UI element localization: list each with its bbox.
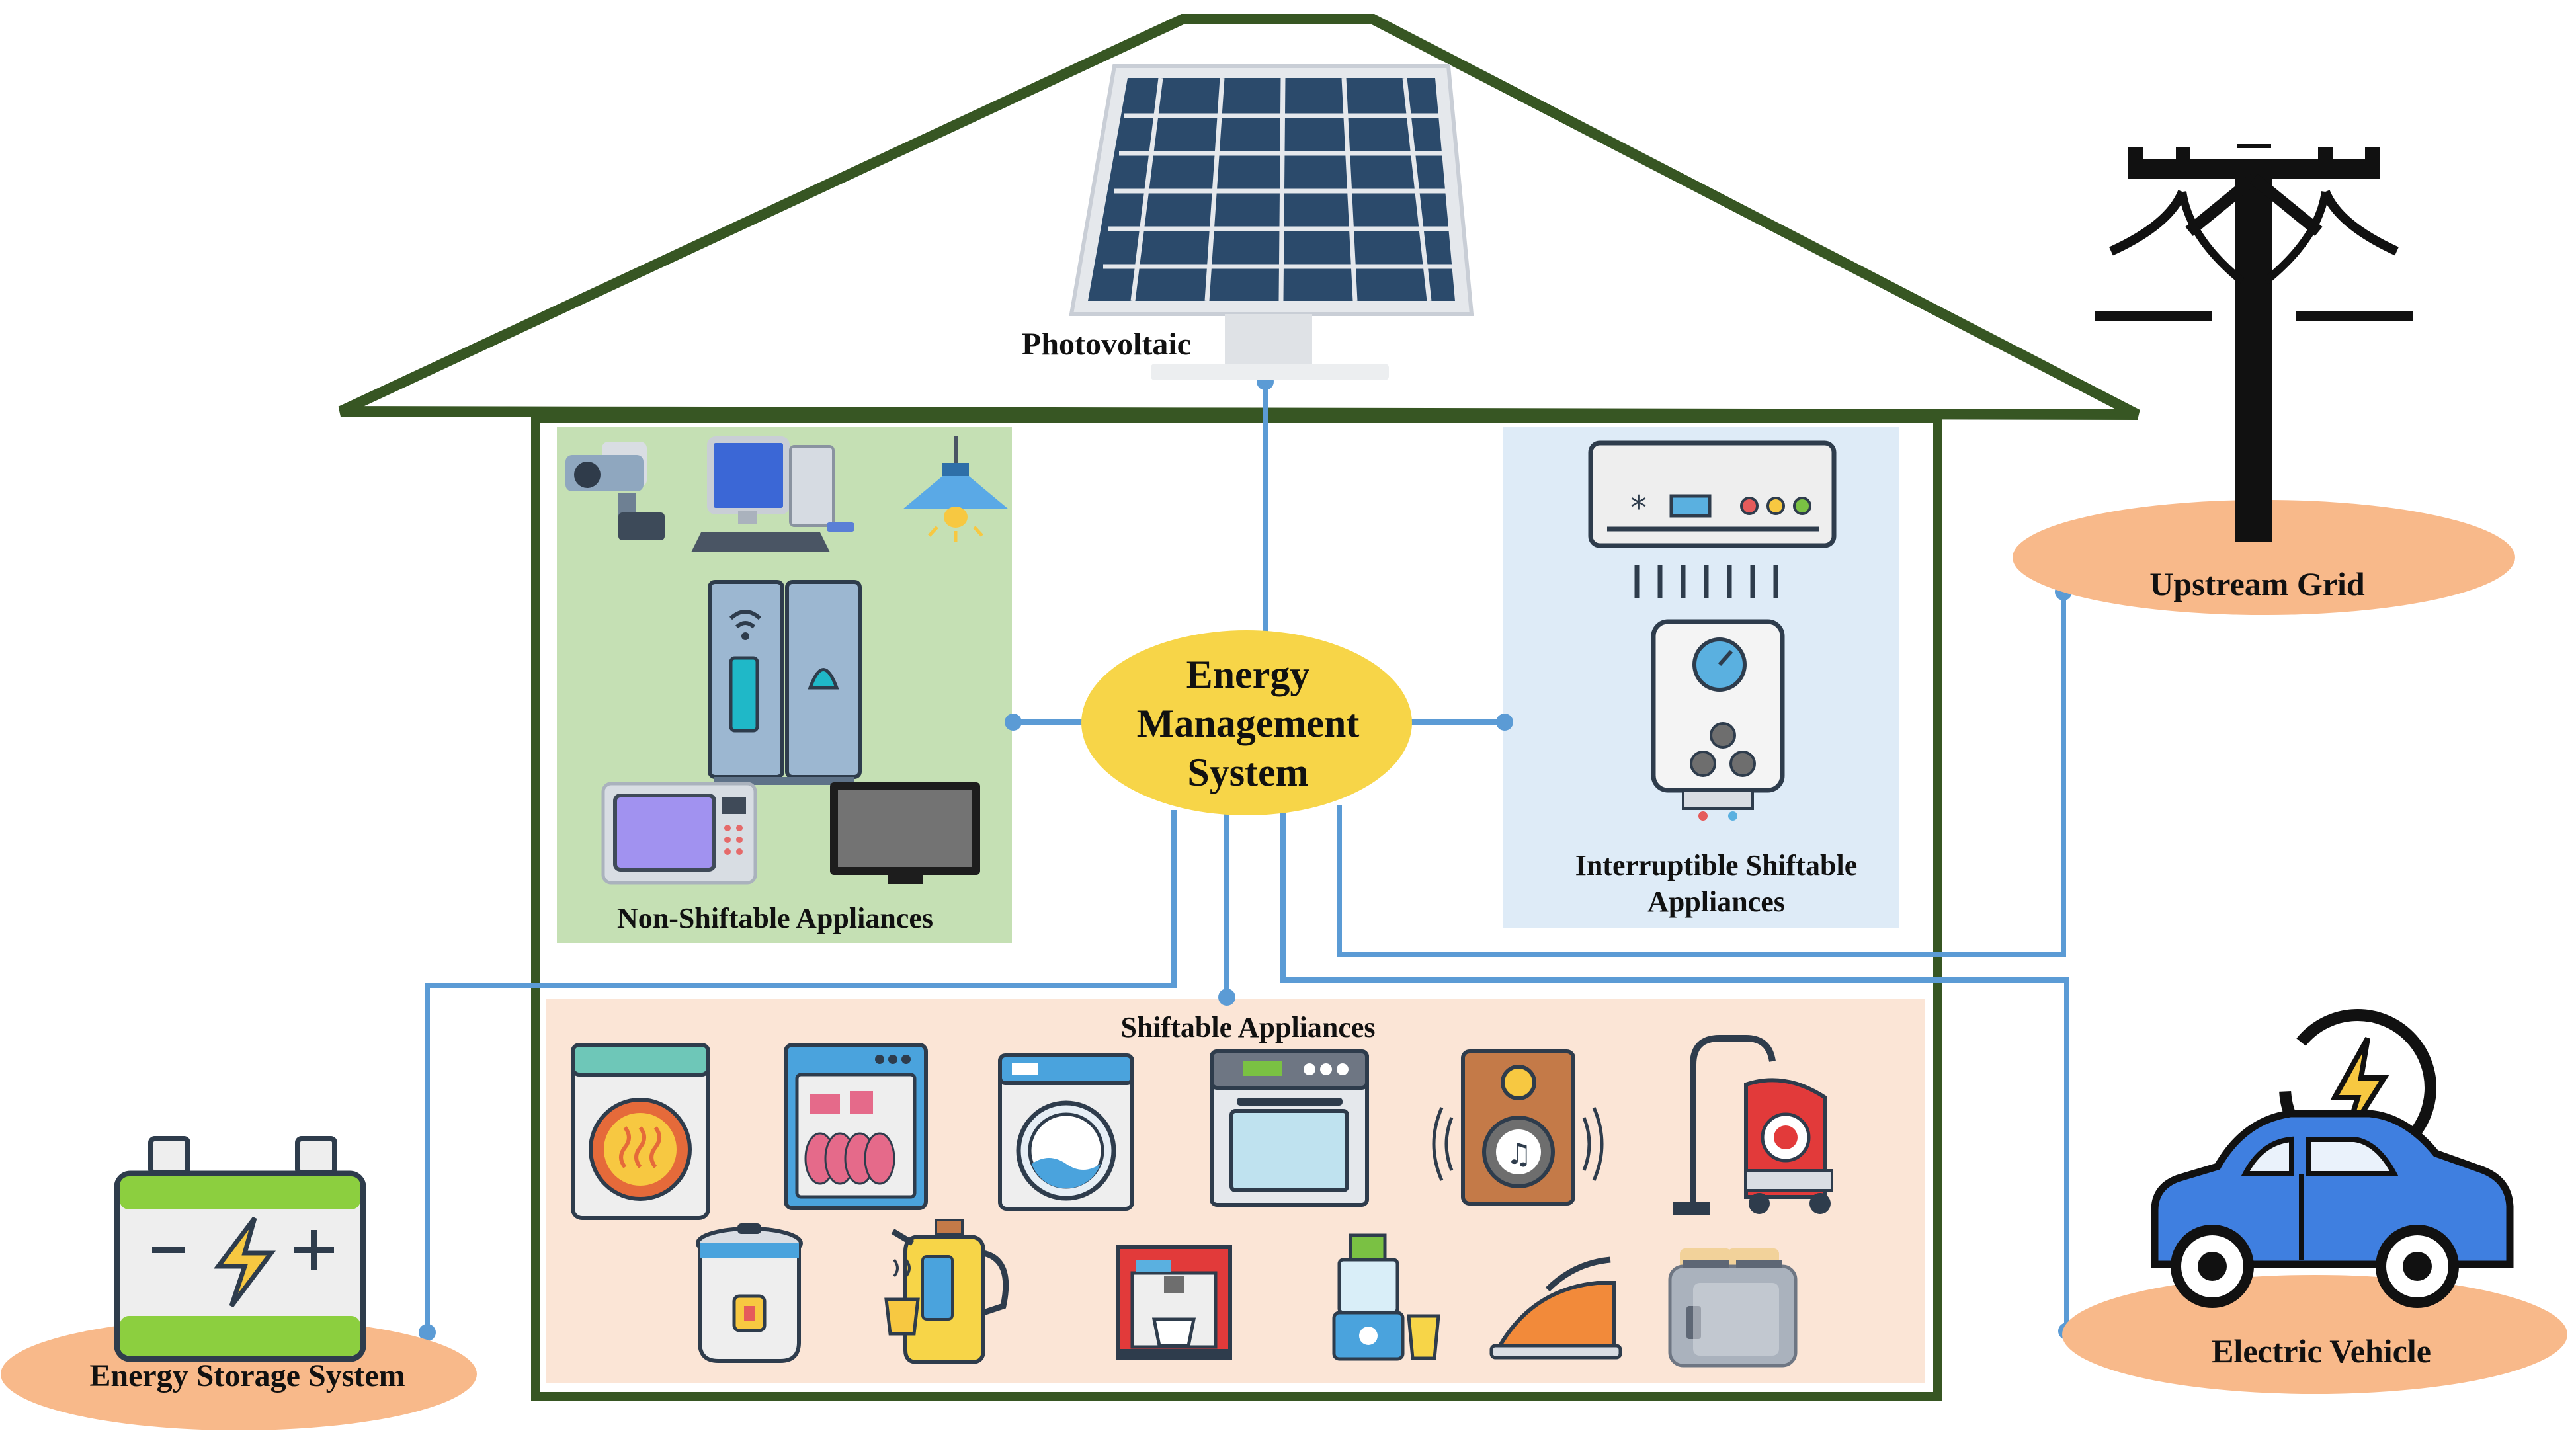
juicer-icon	[1332, 1233, 1440, 1361]
security-camera-icon	[565, 442, 665, 540]
non-shiftable-label: Non-Shiftable Appliances	[617, 902, 933, 934]
toaster-icon	[1668, 1248, 1798, 1368]
electric-kettle-icon	[884, 1219, 1009, 1364]
svg-text:*: *	[1630, 489, 1647, 527]
ems-ellipse	[1081, 630, 1412, 815]
power-pole-icon	[2095, 144, 2413, 542]
television-icon	[830, 782, 980, 884]
shiftable-label: Shiftable Appliances	[1120, 1011, 1375, 1043]
ceiling-lamp-icon	[903, 436, 1009, 542]
speaker-icon: ♫	[1432, 1049, 1604, 1206]
ems-to-ev-line	[1280, 809, 2069, 1331]
clothes-dryer-icon	[571, 1043, 710, 1220]
battery-icon	[114, 1136, 366, 1362]
interruptible-connector-dot	[1496, 714, 1513, 731]
ems-label-line-2: Management	[1137, 702, 1360, 745]
washing-machine-icon	[998, 1053, 1134, 1211]
air-conditioner-icon: *	[1588, 440, 1837, 598]
clothes-iron-icon	[1489, 1256, 1622, 1360]
solar-panel-icon	[1069, 64, 1474, 380]
vacuum-cleaner-icon	[1673, 1035, 1833, 1215]
energy-storage-label: Energy Storage System	[89, 1358, 405, 1393]
interruptible-label-line-1: Interruptible Shiftable	[1575, 849, 1858, 881]
svg-text:♫: ♫	[1506, 1137, 1532, 1171]
ems-to-grid-line	[1337, 592, 2066, 957]
electric-car-icon	[2151, 1009, 2514, 1308]
water-heater-icon	[1651, 619, 1785, 821]
upstream-grid-pad	[2013, 500, 2515, 615]
ems-label-line-1: Energy	[1186, 653, 1310, 696]
electric-vehicle-label: Electric Vehicle	[2212, 1332, 2431, 1370]
interruptible-label-line-2: Appliances	[1647, 885, 1785, 918]
upstream-grid-label: Upstream Grid	[2149, 565, 2365, 602]
rice-cooker-icon	[696, 1223, 803, 1363]
microwave-icon	[601, 782, 757, 885]
ems-label-line-3: System	[1187, 751, 1308, 794]
shiftable-connector-dot	[1218, 989, 1235, 1006]
non-shiftable-connector-dot	[1005, 714, 1022, 731]
oven-icon	[1210, 1049, 1369, 1207]
ems-to-storage-line	[425, 810, 1177, 1332]
dishwasher-icon	[784, 1043, 928, 1210]
storage-connector-dot	[419, 1324, 436, 1341]
desktop-computer-icon	[691, 436, 854, 552]
smart-refrigerator-icon	[708, 580, 862, 785]
coffee-machine-icon	[1116, 1245, 1232, 1360]
electric-vehicle-pad	[2062, 1275, 2567, 1394]
connector-lines	[425, 380, 2069, 1332]
photovoltaic-label: Photovoltaic	[1022, 327, 1191, 362]
